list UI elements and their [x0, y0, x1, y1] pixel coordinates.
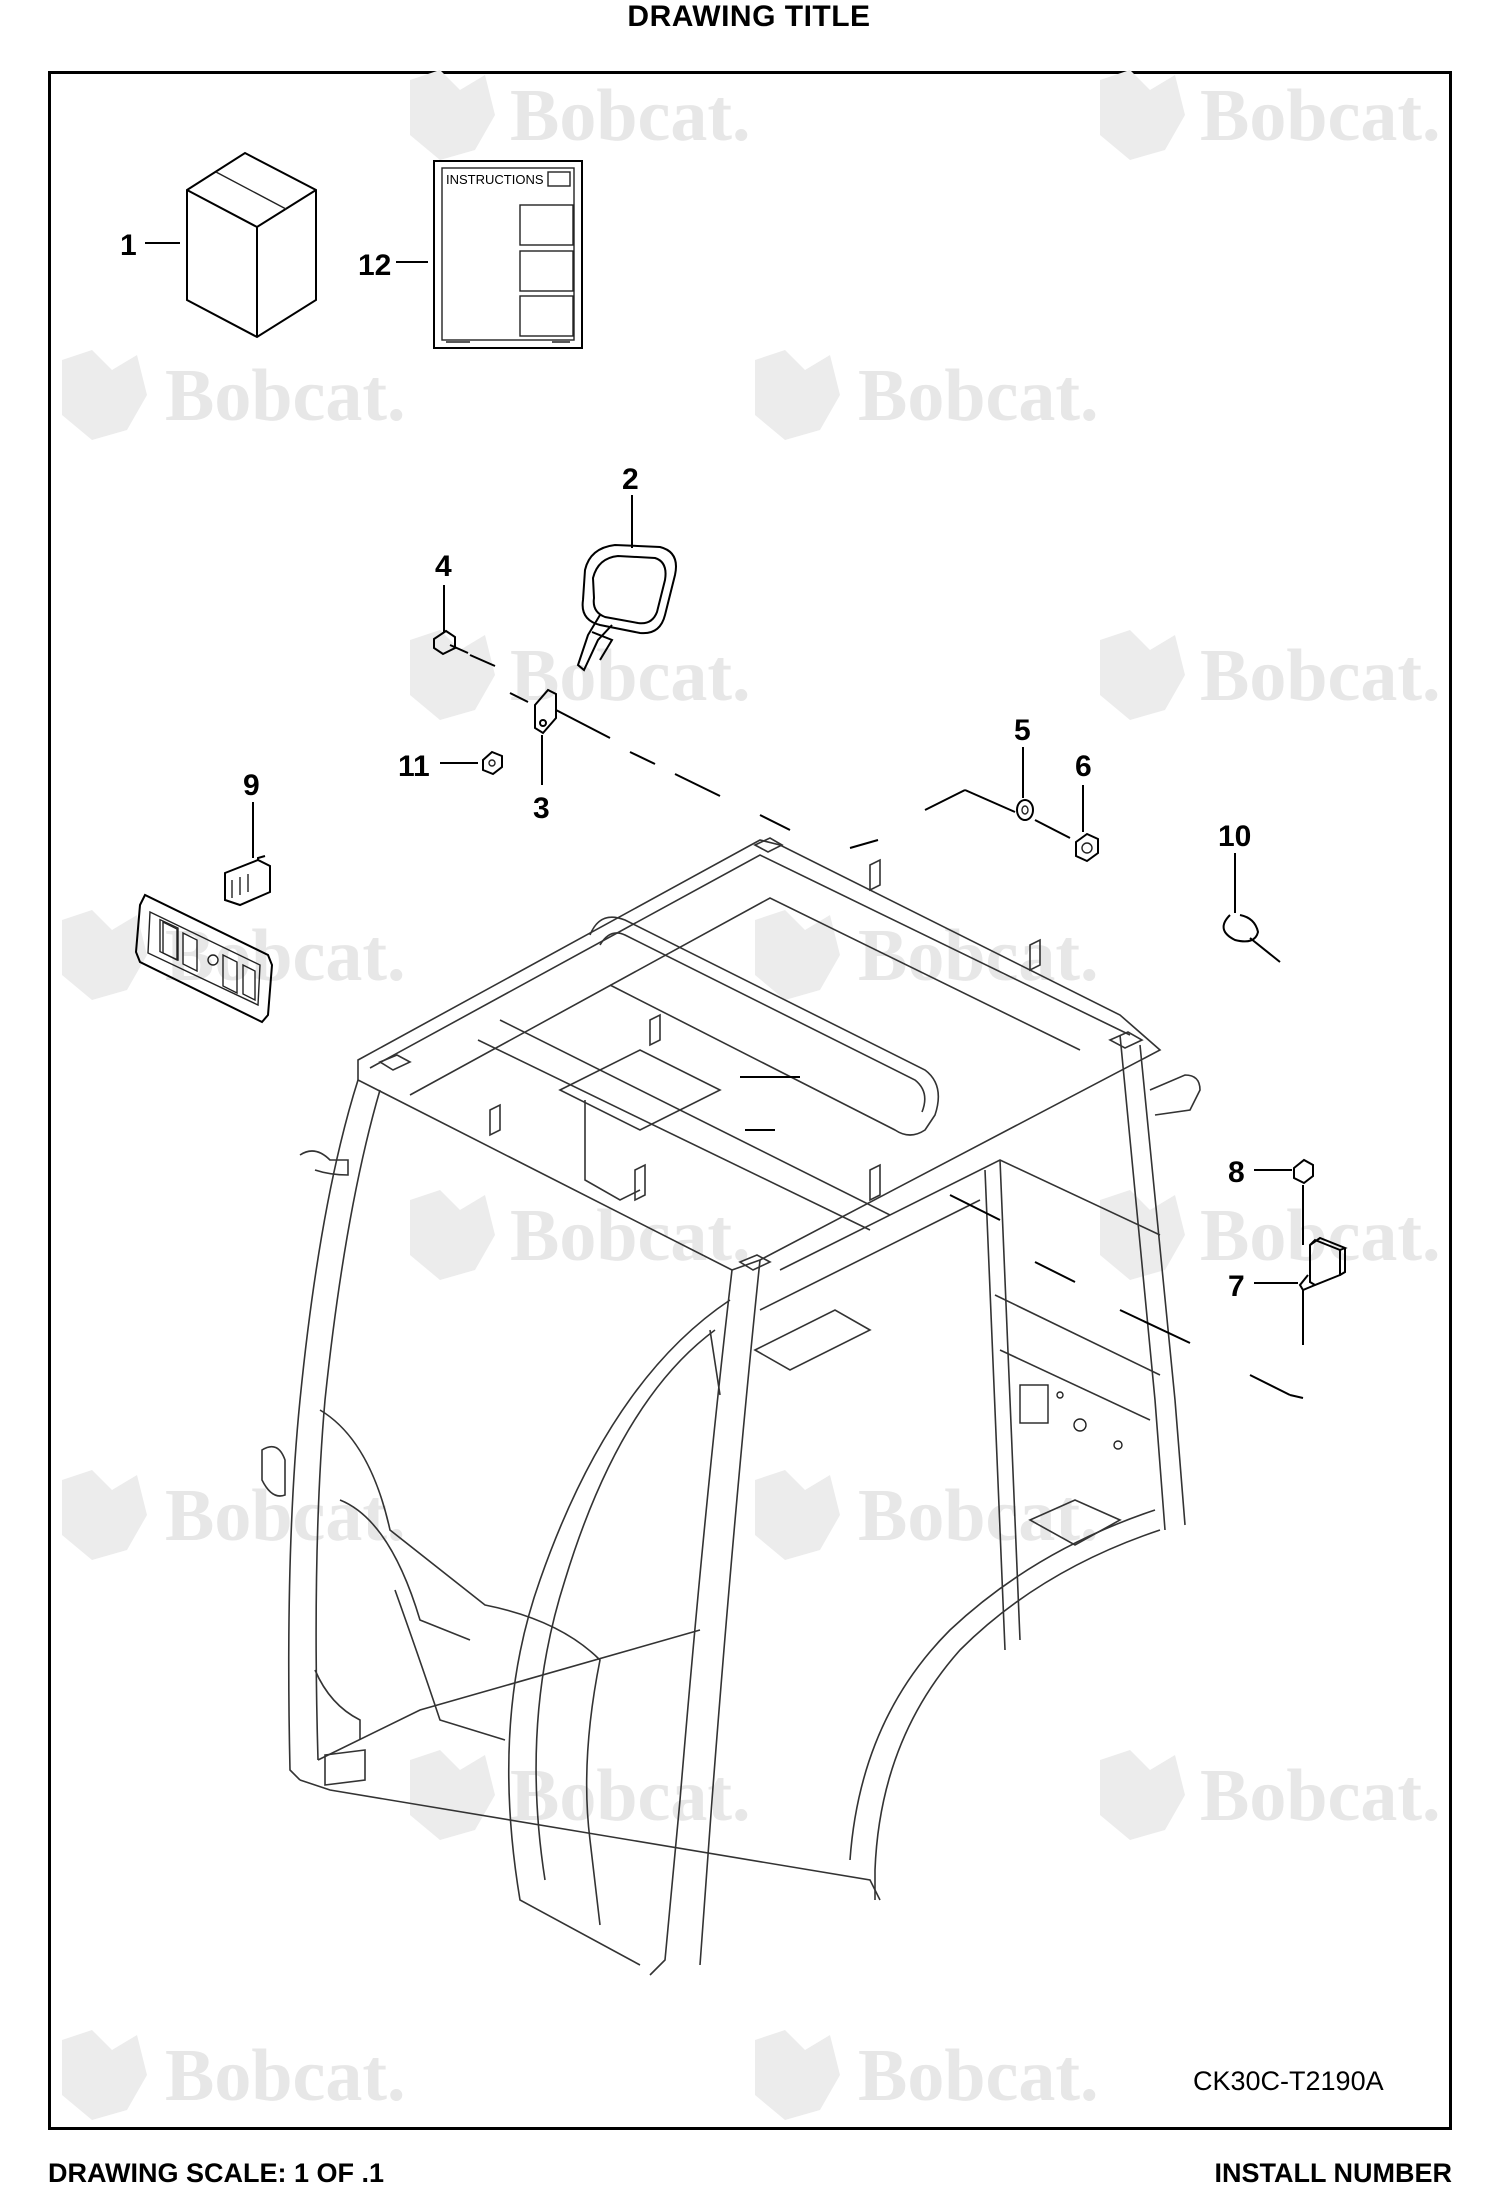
- watermark-text: Bobcat.: [510, 1195, 751, 1277]
- callout-6: 6: [1075, 750, 1092, 783]
- part-11-nut: [482, 750, 503, 776]
- callout-1: 1: [120, 229, 137, 262]
- callout-5: 5: [1014, 714, 1031, 747]
- watermark-5: Bobcat.: [410, 630, 751, 720]
- part-10-cable-tie: [1222, 914, 1281, 963]
- drawing-title: DRAWING TITLE: [627, 0, 871, 33]
- callout-10: 10: [1218, 820, 1251, 853]
- drawing-frame: [48, 71, 1452, 2130]
- watermark-11: Bobcat.: [62, 1470, 406, 1560]
- part-5-washer: [1016, 799, 1034, 821]
- watermark-9: Bobcat.: [410, 1190, 751, 1280]
- bobcat-logo-icon: [1100, 1750, 1185, 1840]
- watermark-text: Bobcat.: [1200, 635, 1441, 717]
- cab-axis-dashes: [740, 1076, 1191, 1344]
- bobcat-logo-icon: [755, 1470, 840, 1560]
- watermark-group: Bobcat. Bobcat. Bobcat. Bobcat. Bobcat. …: [62, 70, 1441, 2120]
- watermark-10: Bobcat.: [1100, 1190, 1441, 1280]
- watermark-text: Bobcat.: [858, 355, 1099, 437]
- part-7-relay: [1298, 1236, 1348, 1345]
- callout-11: 11: [398, 750, 430, 783]
- part-4-bolt: [433, 629, 469, 656]
- callout-2: 2: [622, 463, 639, 496]
- switch-panel: [134, 893, 274, 1024]
- axis-dashes-relay: [1249, 1374, 1304, 1399]
- bobcat-logo-icon: [410, 630, 495, 720]
- watermark-text: Bobcat.: [165, 355, 406, 437]
- bobcat-logo-icon: [410, 1750, 495, 1840]
- part-3-bracket: [509, 688, 611, 739]
- bobcat-logo-icon: [1100, 70, 1185, 160]
- part-2-work-light: [576, 543, 677, 672]
- watermark-3: Bobcat.: [62, 350, 406, 440]
- bobcat-logo-icon: [1100, 1190, 1185, 1280]
- watermark-text: Bobcat.: [858, 1475, 1099, 1557]
- part-12-instructions-sheet: INSTRUCTIONS: [433, 160, 583, 349]
- bobcat-logo-icon: [410, 1190, 495, 1280]
- watermark-4: Bobcat.: [755, 350, 1099, 440]
- callout-4: 4: [435, 550, 452, 583]
- bobcat-logo-icon: [410, 70, 495, 160]
- watermark-8: Bobcat.: [755, 910, 1099, 1000]
- watermark-14: Bobcat.: [1100, 1750, 1441, 1840]
- watermark-text: Bobcat.: [165, 915, 406, 997]
- axis-dashes-light: [629, 751, 791, 831]
- part-9-switch: [224, 855, 271, 907]
- callout-9: 9: [243, 769, 260, 802]
- watermark-12: Bobcat.: [755, 1470, 1099, 1560]
- part-8-nut: [1293, 1158, 1314, 1245]
- watermark-text: Bobcat.: [1200, 75, 1441, 157]
- bobcat-logo-icon: [1100, 630, 1185, 720]
- callout-12: 12: [358, 249, 391, 282]
- watermark-text: Bobcat.: [510, 635, 751, 717]
- cab-frame: [261, 837, 1201, 1976]
- callout-3: 3: [533, 792, 550, 825]
- watermark-6: Bobcat.: [1100, 630, 1441, 720]
- bobcat-logo-icon: [62, 350, 147, 440]
- watermark-text: Bobcat.: [165, 2035, 406, 2117]
- bobcat-logo-icon: [62, 1470, 147, 1560]
- part-6-nut: [1075, 832, 1099, 863]
- axis-line: [469, 654, 496, 667]
- callout-7: 7: [1228, 1270, 1245, 1303]
- reference-code: CK30C-T2190A: [1193, 2066, 1384, 2096]
- watermark-1: Bobcat.: [410, 70, 751, 160]
- watermark-13: Bobcat.: [410, 1750, 751, 1840]
- install-number: INSTALL NUMBER: [1214, 2158, 1453, 2188]
- bobcat-logo-icon: [755, 910, 840, 1000]
- watermark-15: Bobcat.: [62, 2030, 406, 2120]
- bobcat-logo-icon: [62, 2030, 147, 2120]
- watermark-text: Bobcat.: [510, 75, 751, 157]
- part-1-box: [186, 151, 317, 339]
- watermark-7: Bobcat.: [62, 910, 406, 1000]
- callout-8: 8: [1228, 1156, 1245, 1189]
- bobcat-logo-icon: [62, 910, 147, 1000]
- watermark-text: Bobcat.: [1200, 1195, 1441, 1277]
- watermark-text: Bobcat.: [1200, 1755, 1441, 1837]
- axis-dashes-right: [849, 789, 1071, 849]
- watermark-16: Bobcat.: [755, 2030, 1099, 2120]
- watermark-text: Bobcat.: [858, 2035, 1099, 2117]
- watermark-text: Bobcat.: [858, 915, 1099, 997]
- watermark-2: Bobcat.: [1100, 70, 1441, 160]
- bobcat-logo-icon: [755, 350, 840, 440]
- instructions-label: INSTRUCTIONS: [446, 172, 544, 187]
- bobcat-logo-icon: [755, 2030, 840, 2120]
- drawing-scale: DRAWING SCALE: 1 OF .1: [48, 2158, 385, 2188]
